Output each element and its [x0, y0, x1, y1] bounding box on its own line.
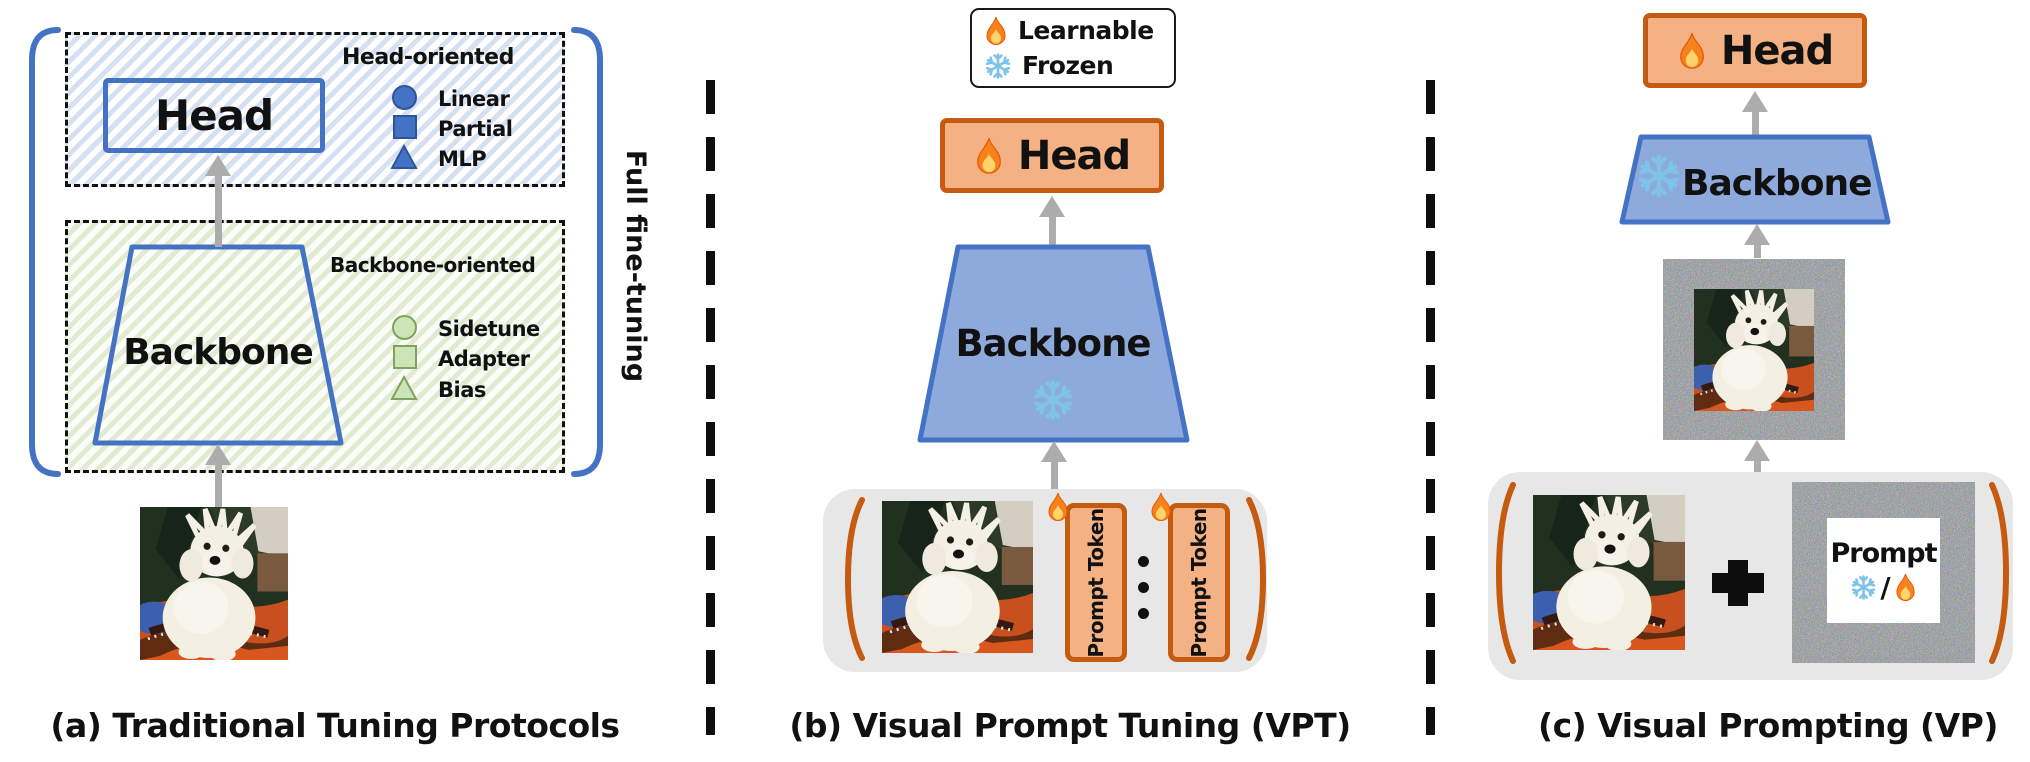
prompt-patch-center: Prompt / [1827, 518, 1940, 623]
backbone-trapezoid-a [92, 244, 344, 446]
close-bracket-icon [1989, 482, 2009, 664]
partial-square-marker [393, 115, 417, 139]
caption-panel-a: (a) Traditional Tuning Protocols [50, 706, 620, 745]
arrow-backbone-to-head-b [1038, 196, 1066, 246]
input-dog-image-a [140, 507, 288, 660]
input-dog-image-c [1533, 495, 1685, 650]
linear-circle-marker [392, 85, 417, 110]
legend-label-linear: Linear [438, 87, 510, 111]
backbone-oriented-region [65, 220, 565, 473]
legend-label-learnable: Learnable [1018, 16, 1154, 46]
input-dog-image-c-small [1694, 289, 1814, 411]
backbone-trapezoid-b [917, 244, 1190, 443]
arrow-noise-to-backbone-c [1743, 224, 1771, 258]
arrow-backbone-to-head-a [204, 155, 232, 247]
flame-icon [977, 137, 1001, 174]
close-bracket-icon [1246, 497, 1266, 661]
head-box-b: Head [940, 118, 1164, 193]
flame-icon [986, 16, 1006, 45]
flame-icon [1680, 32, 1704, 69]
head-oriented-region [65, 32, 565, 187]
backbone-c-label: Backbone [1682, 163, 1873, 204]
head-box-c-label: Head [1720, 27, 1834, 74]
vertical-ellipsis-icon [1138, 608, 1149, 619]
prompted-image-c [1663, 259, 1845, 440]
backbone-oriented-title: Backbone-oriented [330, 253, 536, 277]
backbone-b-label: Backbone [955, 322, 1151, 365]
open-bracket-icon [845, 497, 865, 661]
panel-divider-1 [706, 80, 715, 735]
prompt-token-2-label: Prompt Token [1187, 507, 1211, 658]
flame-icon [1151, 492, 1171, 522]
backbone-a-label: Backbone [123, 332, 314, 373]
head-box-b-label: Head [1017, 132, 1131, 179]
prompt-patch-c: Prompt / [1792, 482, 1975, 663]
vertical-ellipsis-icon [1138, 556, 1149, 567]
sidetune-circle-marker [392, 315, 417, 340]
vertical-ellipsis-icon [1138, 582, 1149, 593]
prompt-token-1-label: Prompt Token [1084, 507, 1108, 658]
snowflake-icon [985, 53, 1011, 79]
arrow-container-to-image-c [1743, 440, 1771, 472]
flame-icon [1896, 572, 1915, 601]
bias-triangle-marker [390, 375, 418, 400]
legend-label-frozen: Frozen [1022, 51, 1114, 81]
snowflake-icon [1851, 574, 1877, 600]
flame-icon [1048, 492, 1068, 522]
backbone-trapezoid-c [1619, 134, 1891, 225]
caption-panel-c: (c) Visual Prompting (VP) [1538, 706, 1998, 745]
left-blue-bracket [29, 27, 61, 477]
head-box-a: Head [103, 78, 325, 153]
mlp-triangle-marker [390, 144, 418, 169]
panel-divider-2 [1426, 80, 1435, 735]
open-bracket-icon [1496, 482, 1516, 664]
arrow-backbone-to-head-c [1741, 91, 1769, 136]
prompt-token-1: Prompt Token [1065, 503, 1127, 662]
caption-panel-b: (b) Visual Prompt Tuning (VPT) [789, 706, 1351, 745]
snowflake-icon [1636, 153, 1682, 199]
prompt-patch-slash: / [1880, 570, 1891, 604]
input-dog-image-b [882, 501, 1033, 653]
legend-row-learnable: Learnable [984, 16, 1174, 46]
legend-row-frozen: Frozen [984, 51, 1174, 80]
adapter-square-marker [393, 345, 417, 369]
prompt-patch-label: Prompt [1830, 537, 1937, 569]
full-fine-tuning-label: Full fine-tuning [620, 149, 651, 383]
right-blue-bracket [571, 27, 603, 477]
snowflake-icon [1031, 378, 1075, 422]
head-box-c: Head [1643, 13, 1867, 88]
learnable-frozen-legend: Learnable Frozen [970, 8, 1176, 88]
legend-label-bias: Bias [438, 378, 486, 402]
plus-icon [1712, 560, 1764, 606]
prompt-token-2: Prompt Token [1168, 503, 1230, 662]
legend-label-sidetune: Sidetune [438, 317, 540, 341]
head-oriented-title: Head-oriented [342, 45, 514, 70]
legend-label-adapter: Adapter [438, 347, 530, 371]
arrow-input-to-backbone-a [204, 444, 232, 508]
legend-label-partial: Partial [438, 117, 513, 141]
arrow-input-to-backbone-b [1040, 441, 1068, 491]
legend-label-mlp: MLP [438, 147, 487, 171]
head-box-a-label: Head [154, 91, 274, 140]
